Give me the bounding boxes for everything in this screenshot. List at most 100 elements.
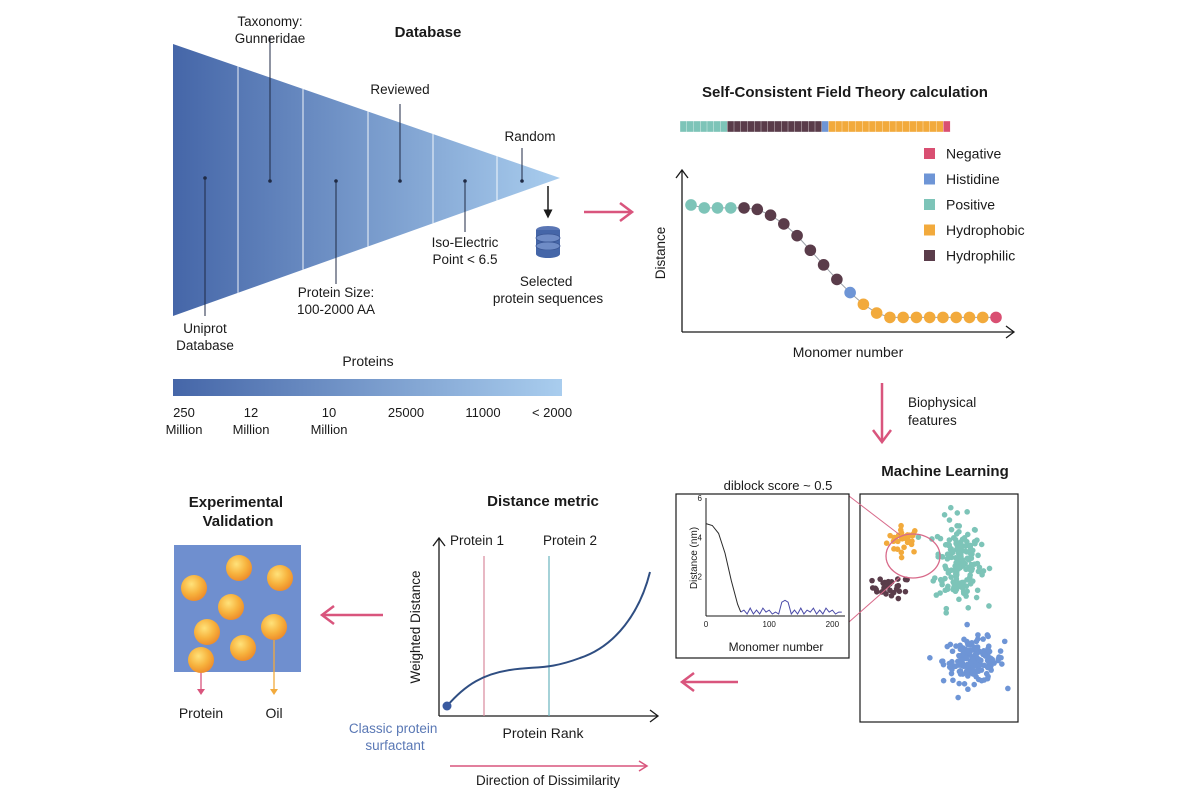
funnel-title: Database <box>395 24 462 41</box>
scft-profile-point <box>857 298 870 311</box>
ml-scatter-point <box>974 537 980 543</box>
validation-title: Experimental Validation <box>189 494 287 530</box>
funnel-stage-label: Protein Size:100-2000 AA <box>297 285 375 317</box>
arrow-to-validation <box>319 605 383 625</box>
oil-droplet <box>230 635 256 661</box>
funnel-dividers <box>237 66 498 293</box>
ml-scatter-point <box>895 582 902 589</box>
ml-scatter-point <box>971 681 978 688</box>
scft-profile-point <box>711 202 724 214</box>
ml-scatter-point <box>877 576 883 582</box>
ml-scatter-point <box>948 526 955 533</box>
sequence-bar-segment <box>781 120 789 133</box>
ml-scatter-point <box>980 636 986 642</box>
ml-scatter-point <box>898 549 905 556</box>
ml-scatter-point <box>929 536 935 542</box>
inset-caption: diblock score ~ 0.5 <box>724 478 833 493</box>
sequence-bar-segment <box>943 120 951 133</box>
ml-scatter-point <box>896 588 903 595</box>
ml-scatter-point <box>946 537 953 543</box>
ml-scatter-point <box>949 648 956 655</box>
scale-tick-label: < 2000 <box>532 405 572 420</box>
distance-title: Distance metric <box>487 493 599 510</box>
ml-scatter-point <box>951 580 957 586</box>
scft-profile <box>685 199 1002 324</box>
sequence-bar-segment <box>747 120 755 133</box>
ml-scatter-point <box>915 534 922 540</box>
ml-scatter-point <box>974 560 981 567</box>
sequence-bar-segment <box>909 120 917 133</box>
ml-scatter-point <box>973 594 980 601</box>
scft-x-label: Monomer number <box>793 344 904 360</box>
ml-scatter-point <box>975 568 982 575</box>
ml-scatter-point <box>965 605 972 611</box>
biophysical-label: Biophysical features <box>908 395 980 428</box>
oil-droplet <box>261 614 287 640</box>
legend-swatch <box>924 199 935 210</box>
ml-scatter-point <box>971 644 977 650</box>
ml-scatter-point <box>967 572 973 578</box>
ml-scatter-point <box>975 656 982 663</box>
scft-y-label: Distance <box>653 227 668 280</box>
legend-label: Hydrophobic <box>946 222 1025 238</box>
arrow-to-scft <box>584 202 635 222</box>
ml-scatter-point <box>953 576 960 582</box>
ml-scatter-point <box>943 605 950 612</box>
ml-scatter-point <box>941 512 948 518</box>
ml-scatter-point <box>964 555 971 562</box>
sequence-bar-segment <box>733 120 742 133</box>
oil-label: Oil <box>265 705 282 721</box>
scft-profile-point <box>897 311 909 324</box>
inset-x-tick: 100 <box>763 620 777 629</box>
oil-droplet <box>226 555 252 581</box>
inset-frame <box>675 493 850 659</box>
ml-scatter-point <box>959 654 966 661</box>
ml-scatter-point <box>953 572 960 578</box>
ml-scatter-point <box>1001 638 1008 645</box>
ml-scatter-point <box>975 552 981 559</box>
ml-scatter-point <box>961 681 968 687</box>
ml-scatter-point <box>911 548 917 555</box>
ml-scatter-point <box>908 541 915 548</box>
inset-curve <box>705 523 742 613</box>
ml-scatter-point <box>883 540 890 547</box>
scft-profile-point <box>778 218 790 230</box>
inset-x-tick: 200 <box>826 620 840 629</box>
ml-scatter-point <box>952 663 959 670</box>
ml-scatter-frame <box>859 493 1019 723</box>
scft-profile-point <box>817 259 830 271</box>
ml-scatter-point <box>984 675 991 682</box>
ml-scatter-point <box>956 563 962 570</box>
sequence-bar-segment <box>740 120 748 133</box>
ml-scatter-point <box>982 653 989 659</box>
ml-scatter-point <box>968 659 975 666</box>
sequence-bar-segment <box>693 120 701 133</box>
sequence-bar-segment <box>706 120 715 133</box>
arrow-to-distance <box>679 672 738 692</box>
inset-x-tick: 0 <box>704 620 709 629</box>
ml-scatter-point <box>998 654 1004 661</box>
ml-scatter-point <box>888 592 895 599</box>
ml-scatter-point <box>974 587 981 594</box>
ml-scatter-point <box>942 587 949 594</box>
ml-scatter-point <box>934 533 941 540</box>
sequence-bar <box>679 120 951 133</box>
ml-scatter-point <box>937 590 943 596</box>
ml-scatter-point <box>965 686 971 693</box>
scale-tick-label: 25000 <box>388 405 424 420</box>
ml-scatter-point <box>965 663 971 669</box>
ml-scatter-point <box>962 548 968 554</box>
sequence-bar-segment <box>848 120 856 133</box>
ml-scatter-point <box>956 680 962 687</box>
ml-scatter-point <box>1005 685 1011 692</box>
ml-scatter-point <box>943 610 949 616</box>
ml-scatter-point <box>874 588 880 595</box>
ml-scatter-point <box>956 668 963 675</box>
sequence-bar-segment <box>936 120 944 133</box>
protein2-label: Protein 2 <box>543 533 597 548</box>
ml-scatter-point <box>953 643 959 649</box>
